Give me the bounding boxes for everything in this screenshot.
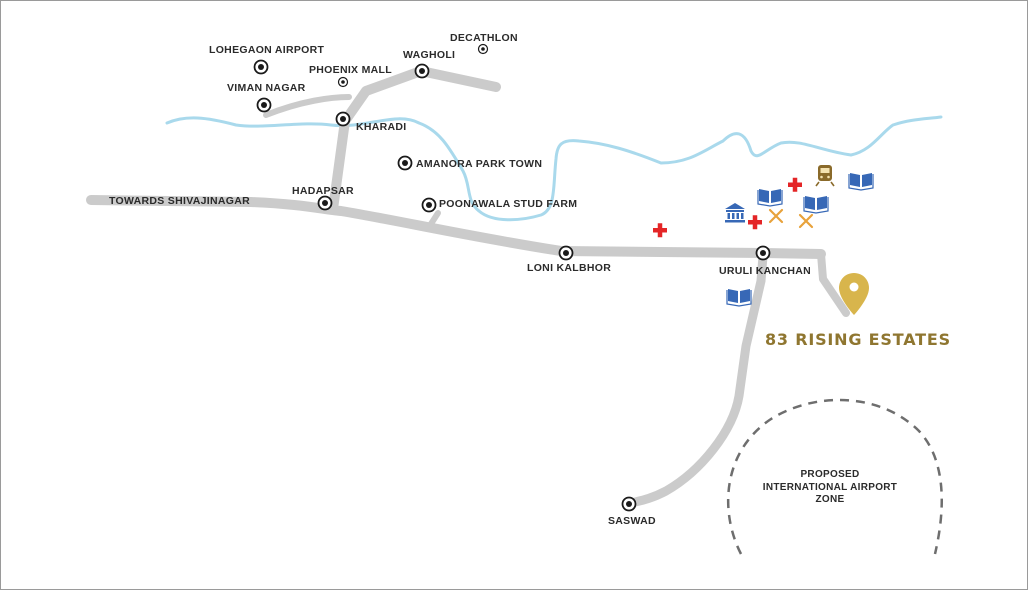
kharadi-marker [335, 111, 351, 127]
kharadi-wagholi-road [328, 66, 501, 214]
uruli-kanchan-marker [755, 245, 771, 261]
amanora-park-town-marker [397, 155, 413, 171]
label-amanora-park-town: AMANORA PARK TOWN [416, 158, 543, 170]
restaurant-icons [768, 208, 814, 229]
project-name: 83 RISING ESTATES [765, 330, 951, 349]
airport-zone-label-line3: ZONE [815, 494, 845, 505]
saswad-marker [621, 496, 637, 512]
label-saswad: SASWAD [608, 515, 656, 527]
saswad-road [626, 251, 768, 508]
label-lohegaon-airport: LOHEGAON AIRPORT [209, 44, 325, 56]
label-viman-nagar: VIMAN NAGAR [227, 82, 306, 94]
hospital-icons [653, 177, 802, 238]
airport-zone-label-line1: PROPOSED [800, 469, 860, 480]
airport-zone-label: PROPOSED INTERNATIONAL AIRPORT ZONE [750, 469, 910, 507]
main-highway [86, 195, 826, 259]
poonawala-spur [426, 210, 441, 230]
place-markers [253, 43, 771, 512]
hospital-icon [748, 215, 762, 230]
airport-zone-label-line2: INTERNATIONAL AIRPORT [762, 481, 898, 493]
loni-kalbhor-marker [558, 245, 574, 261]
poonawala-stud-farm-marker [421, 197, 437, 213]
hospital-icon [653, 223, 667, 238]
label-uruli-kanchan: URULI KANCHAN [719, 265, 811, 277]
school-icon [848, 173, 874, 191]
label-wagholi: WAGHOLI [403, 49, 456, 61]
phoenix-mall-marker [337, 76, 349, 88]
hospital-icon [788, 177, 802, 192]
decathlon-marker [477, 43, 489, 55]
viman-nagar-marker [256, 97, 272, 113]
label-phoenix-mall: PHOENIX MALL [309, 64, 392, 76]
school-icon [803, 196, 829, 214]
school-icon [757, 189, 783, 207]
label-decathlon: DECATHLON [450, 32, 518, 44]
river [165, 115, 943, 222]
railway-station-icon [815, 165, 835, 187]
hadapsar-marker [317, 195, 333, 211]
label-poonawala-stud-farm: POONAWALA STUD FARM [439, 198, 578, 210]
restaurant-icon [768, 208, 784, 224]
school-icon [726, 289, 752, 307]
road-network [86, 66, 850, 508]
label-hadapsar: HADAPSAR [292, 185, 354, 197]
wagholi-marker [414, 63, 430, 79]
label-towards-shivajinagar: TOWARDS SHIVAJINAGAR [109, 195, 250, 207]
location-pin-icon [839, 273, 869, 315]
bank-icon [725, 203, 745, 223]
label-loni-kalbhor: LONI KALBHOR [527, 262, 612, 274]
restaurant-icon [798, 213, 814, 229]
label-kharadi: KHARADI [356, 121, 407, 133]
airport-zone-boundary [726, 398, 943, 555]
school-icons [726, 173, 874, 307]
viman-nagar-road [263, 94, 352, 118]
lohegaon-airport-marker [253, 59, 269, 75]
project-access-road [817, 250, 850, 317]
